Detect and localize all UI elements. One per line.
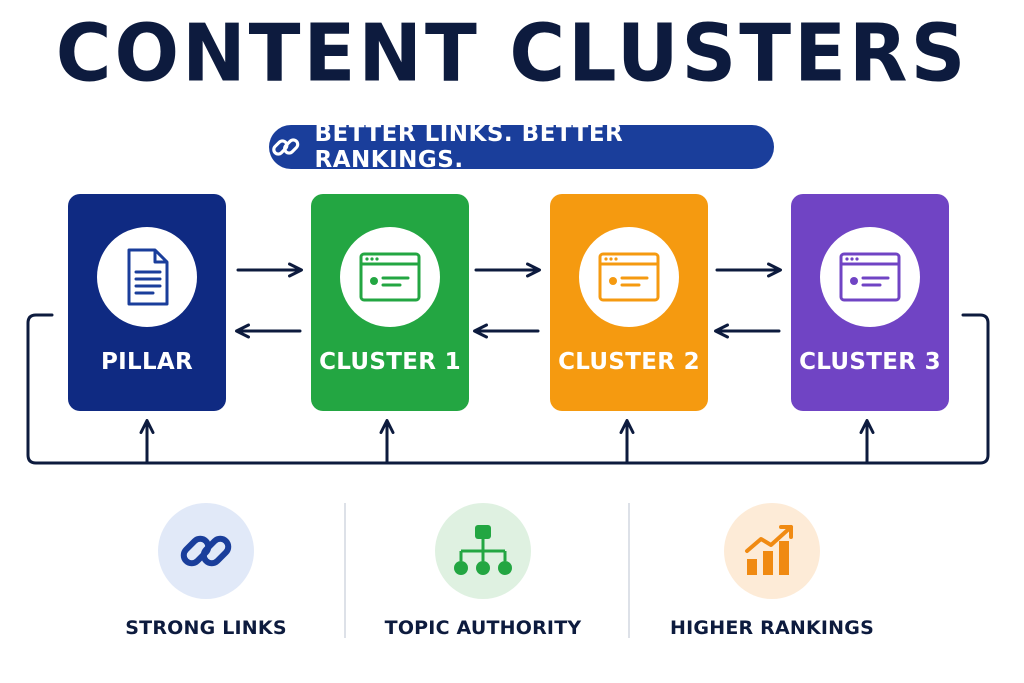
link-icon (272, 138, 300, 156)
hierarchy-icon (454, 525, 512, 575)
pillar-icon-circle (97, 227, 197, 327)
cluster-3-icon-circle (820, 227, 920, 327)
browser-window-icon (359, 252, 421, 302)
page-title: CONTENT CLUSTERS (55, 5, 969, 100)
feature-higher-rankings: HIGHER RANKINGS (652, 503, 892, 643)
pillar-label: PILLAR (100, 349, 194, 375)
cluster-1-card: CLUSTER 1 (311, 194, 469, 411)
feature-topic-authority: TOPIC AUTHORITY (363, 503, 603, 643)
pillar-card: PILLAR (68, 194, 226, 411)
feature-icon-circle (435, 503, 531, 599)
feature-icon-circle (158, 503, 254, 599)
cluster-3-label: CLUSTER 3 (799, 349, 941, 375)
feature-label: STRONG LINKS (125, 617, 287, 639)
feature-strong-links: STRONG LINKS (86, 503, 326, 643)
tagline-banner: BETTER LINKS. BETTER RANKINGS. (269, 121, 774, 173)
feature-divider (344, 503, 346, 638)
document-icon (127, 248, 169, 306)
feature-divider (628, 503, 630, 638)
growth-chart-icon (745, 525, 793, 575)
cluster-2-label: CLUSTER 2 (558, 349, 700, 375)
feature-icon-circle (724, 503, 820, 599)
feature-label: TOPIC AUTHORITY (384, 617, 582, 639)
chain-link-icon (180, 535, 232, 567)
cluster-1-icon-circle (340, 227, 440, 327)
browser-window-icon (839, 252, 901, 302)
feature-label: HIGHER RANKINGS (670, 617, 874, 639)
cluster-2-card: CLUSTER 2 (550, 194, 708, 411)
browser-window-icon (598, 252, 660, 302)
cluster-2-icon-circle (579, 227, 679, 327)
tagline-text: BETTER LINKS. BETTER RANKINGS. (314, 121, 624, 173)
cluster-3-card: CLUSTER 3 (791, 194, 949, 411)
cluster-1-label: CLUSTER 1 (319, 349, 461, 375)
